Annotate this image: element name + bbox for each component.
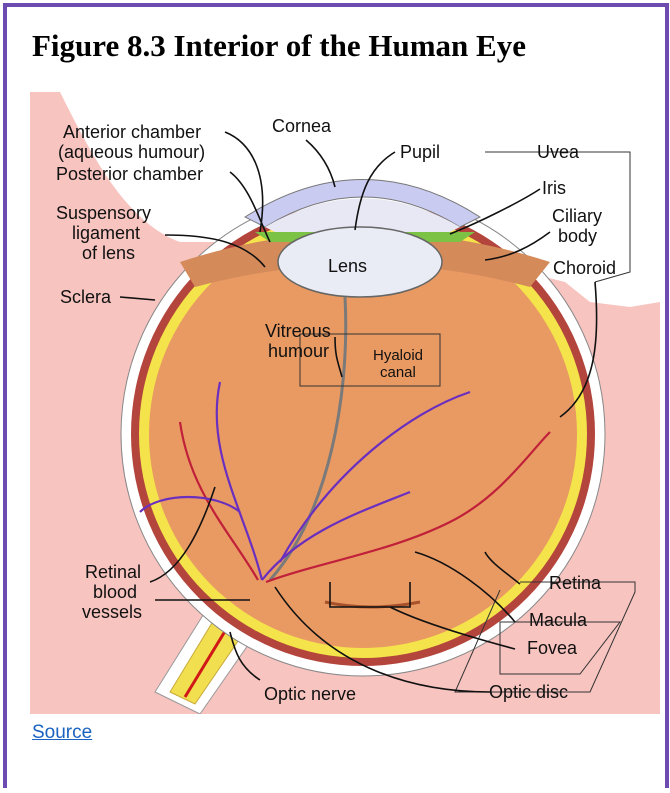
label-ciliary-2: body — [558, 226, 597, 246]
label-retinal-1: Retinal — [85, 562, 141, 582]
eye-diagram: Anterior chamber (aqueous humour) Poster… — [30, 92, 660, 714]
label-anterior-chamber-2: (aqueous humour) — [58, 142, 205, 162]
label-hyaloid-1: Hyaloid — [373, 347, 423, 364]
label-choroid: Choroid — [553, 258, 616, 278]
label-suspensory-2: ligament — [72, 223, 140, 243]
label-sclera: Sclera — [60, 287, 112, 307]
label-iris: Iris — [542, 178, 566, 198]
label-fovea: Fovea — [527, 638, 578, 658]
label-ciliary-1: Ciliary — [552, 206, 602, 226]
label-vitreous-1: Vitreous — [265, 321, 331, 341]
label-retina: Retina — [549, 573, 602, 593]
label-retinal-2: blood — [93, 582, 137, 602]
label-suspensory-1: Suspensory — [56, 203, 151, 223]
label-lens: Lens — [328, 256, 367, 276]
label-uvea: Uvea — [537, 142, 580, 162]
label-anterior-chamber-1: Anterior chamber — [63, 122, 201, 142]
label-hyaloid-2: canal — [380, 364, 416, 381]
label-cornea: Cornea — [272, 116, 332, 136]
label-retinal-3: vessels — [82, 602, 142, 622]
label-pupil: Pupil — [400, 142, 440, 162]
label-vitreous-2: humour — [268, 341, 329, 361]
label-suspensory-3: of lens — [82, 243, 135, 263]
source-link[interactable]: Source — [32, 722, 92, 744]
label-macula: Macula — [529, 610, 588, 630]
figure-title: Figure 8.3 Interior of the Human Eye — [32, 28, 526, 64]
label-optic-disc: Optic disc — [489, 682, 568, 702]
label-posterior-chamber: Posterior chamber — [56, 164, 203, 184]
label-optic-nerve: Optic nerve — [264, 684, 356, 704]
